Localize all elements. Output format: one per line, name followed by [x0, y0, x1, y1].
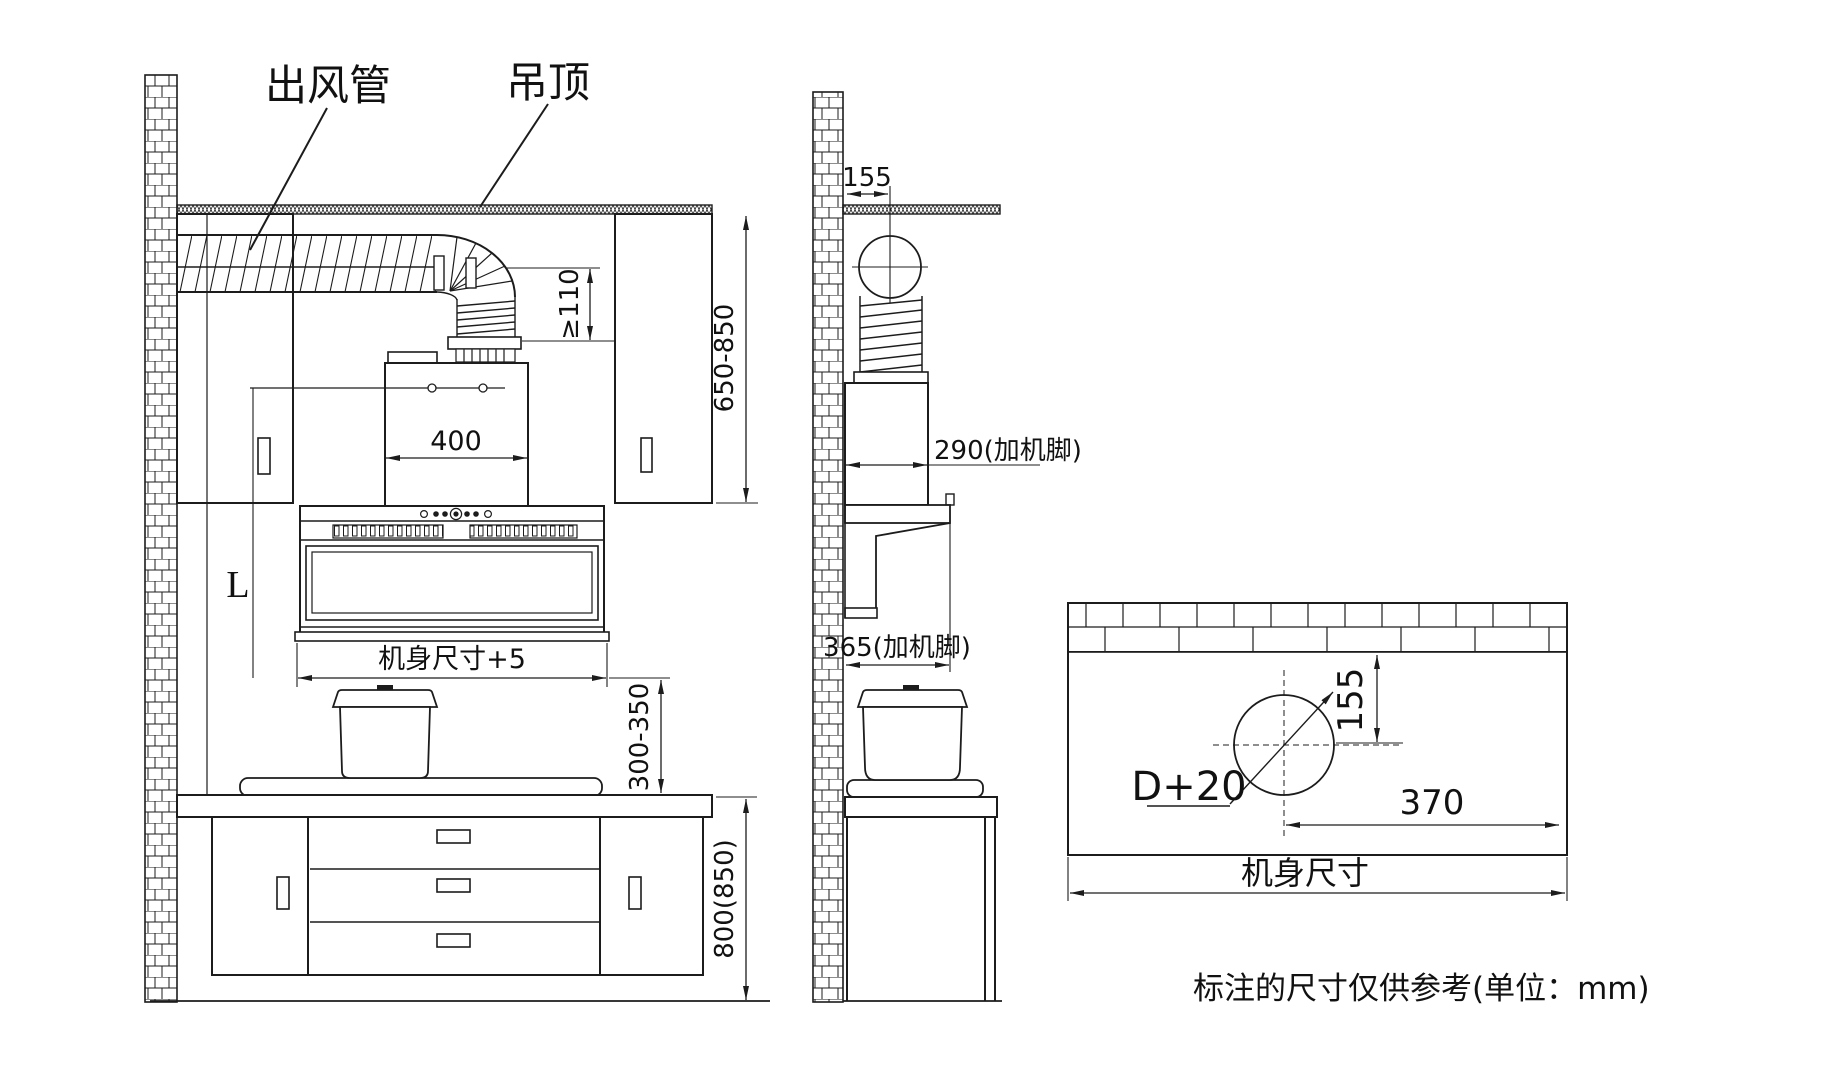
pot-lid-knob — [377, 685, 393, 692]
dim-side-155-label: 155 — [842, 163, 892, 193]
side-ceiling — [842, 204, 1001, 215]
labels: 出风管 吊顶 400 ≥110 650-850 机身尺寸+5 300-350 8… — [226, 58, 1649, 1007]
outlet-valve-ticks — [455, 348, 516, 363]
front-dimensions — [252, 216, 758, 1000]
side-counter — [843, 796, 1002, 1002]
cutout-hole — [1147, 670, 1403, 838]
hood-control-buttons — [420, 507, 493, 521]
side-dimensions — [846, 191, 1040, 672]
dim-290-label: 290(加机脚) — [934, 436, 1082, 466]
hood-body — [294, 505, 610, 642]
cabinet-door-handle — [628, 876, 642, 910]
cooktop-base — [239, 777, 603, 797]
side-flue-box — [844, 382, 929, 506]
hood-vent-grille — [332, 524, 444, 539]
dim-300-350-label: 300-350 — [625, 683, 655, 792]
cooktop-base — [846, 779, 984, 798]
diameter-leader — [1229, 691, 1334, 805]
cabinet-door-handle — [640, 437, 653, 473]
dim-body-width-label: 机身尺寸 — [1241, 854, 1369, 892]
hood-top-ledge — [844, 504, 951, 524]
exhaust-duct — [176, 234, 522, 363]
side-view — [812, 91, 1040, 1003]
cooktop-front — [239, 685, 603, 797]
countertop — [176, 794, 713, 818]
reference-note: 标注的尺寸仅供参考(单位：mm) — [1193, 971, 1650, 1007]
dim-400-label: 400 — [430, 426, 482, 457]
side-wall — [812, 91, 844, 1003]
ceiling-leader — [479, 103, 549, 208]
duct-flange — [853, 371, 929, 384]
dim-365-label: 365(加机脚) — [823, 633, 971, 663]
base-cabinet-front — [150, 794, 770, 1002]
drawer-handle — [436, 878, 471, 893]
mounting-hole — [478, 383, 488, 393]
drawer-handle — [436, 933, 471, 948]
pot-lid-knob — [903, 685, 919, 692]
plan-view — [1067, 602, 1568, 901]
outlet-duct-label: 出风管 — [265, 61, 391, 110]
hood-bottom-flange — [844, 607, 878, 619]
drawer-handle — [436, 829, 471, 844]
plan-dimensions — [1067, 655, 1568, 901]
duct-clamp-tab — [433, 255, 445, 291]
cabinet-door-handle — [257, 437, 271, 475]
side-cooktop — [846, 685, 984, 798]
dim-370-label: 370 — [1400, 783, 1465, 823]
front-view — [144, 74, 770, 1003]
front-ceiling — [176, 204, 713, 215]
hood-profile — [875, 522, 951, 608]
hood-flue-box — [250, 351, 529, 509]
dim-l-label: L — [226, 564, 249, 606]
pot-lid — [856, 689, 969, 708]
duct-vertical-section — [456, 297, 516, 337]
countertop — [844, 796, 998, 818]
wall-band-plan — [1067, 602, 1568, 653]
ceiling-label: 吊顶 — [506, 58, 590, 107]
duct-clamp-tab — [465, 257, 477, 289]
hood-vent-grille — [469, 524, 578, 539]
mounting-hole — [427, 383, 437, 393]
dim-elbow-clearance-label: ≥110 — [555, 268, 585, 339]
dim-800-850-label: 800(850) — [710, 839, 740, 959]
hood-glass-panel — [305, 545, 599, 621]
upper-cabinet-right — [614, 213, 713, 504]
outlet-duct-leader — [249, 107, 328, 251]
dim-650-850-label: 650-850 — [710, 304, 740, 413]
cabinet-door-handle — [276, 876, 290, 910]
callout-leaders — [249, 103, 549, 251]
side-duct — [852, 186, 929, 384]
dim-d20-label: D+20 — [1131, 764, 1246, 810]
duct-hole-circle — [1233, 694, 1335, 796]
front-wall — [144, 74, 178, 1003]
duct-flange — [447, 336, 522, 350]
pot-body — [339, 706, 431, 779]
dim-body-width-plus5-label: 机身尺寸+5 — [378, 644, 526, 675]
dim-plan-155-label: 155 — [1331, 668, 1371, 733]
side-hood — [844, 382, 955, 619]
pot-lid — [331, 689, 439, 708]
pot-body — [862, 706, 963, 781]
hood-bottom-rail — [294, 631, 610, 642]
